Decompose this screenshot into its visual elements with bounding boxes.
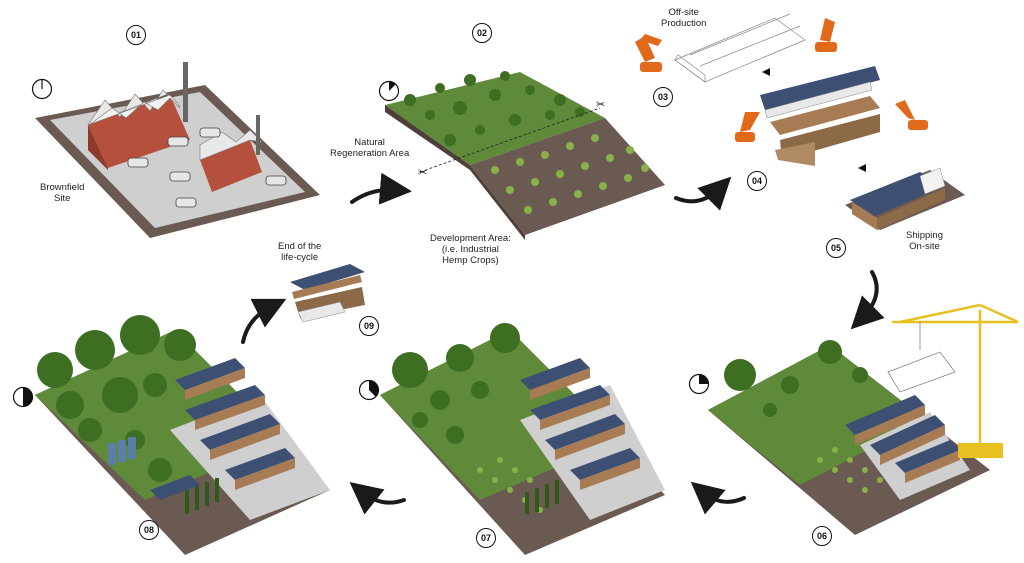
progress-clock-icon xyxy=(31,78,53,100)
step-badge-05: 05 xyxy=(826,238,846,258)
pointer-icon xyxy=(858,164,866,172)
end-of-life-module-illustration xyxy=(290,264,365,323)
label-development-area: Development Area: (i.e. Industrial Hemp … xyxy=(430,233,511,266)
regeneration-area-illustration xyxy=(385,71,665,240)
arrow-02-to-04 xyxy=(674,176,732,211)
scissors-icon: ✂ xyxy=(418,167,427,179)
step-badge-01: 01 xyxy=(126,25,146,45)
arrow-01-to-02 xyxy=(350,172,412,205)
step-badge-07: 07 xyxy=(476,528,496,548)
arrow-06-to-07 xyxy=(690,481,746,515)
label-offsite-production: Off-site Production xyxy=(661,7,707,29)
step-badge-09: 09 xyxy=(359,316,379,336)
step-badge-08: 08 xyxy=(139,520,159,540)
scissors-icon: ✂ xyxy=(596,99,605,111)
arrow-05-to-06 xyxy=(850,270,885,330)
progress-clock-icon xyxy=(12,386,34,408)
stage-08-illustration xyxy=(35,315,330,555)
label-shipping-onsite: Shipping On-site xyxy=(906,230,943,252)
step-badge-04: 04 xyxy=(747,171,767,191)
step-badge-06: 06 xyxy=(812,526,832,546)
step-badge-02: 02 xyxy=(472,23,492,43)
offsite-production-illustration xyxy=(635,13,928,166)
cycle-arrows xyxy=(241,172,885,515)
progress-clock-icon xyxy=(688,373,710,395)
brownfield-site-illustration xyxy=(35,62,320,238)
progress-clock-icon xyxy=(378,80,400,102)
shipping-onsite-illustration xyxy=(845,167,965,230)
arrow-07-to-08 xyxy=(349,482,406,515)
arrow-08-to-09 xyxy=(241,298,287,344)
label-natural-regeneration: Natural Regeneration Area xyxy=(330,137,410,159)
stage-06-illustration xyxy=(708,303,1019,535)
label-end-of-life-cycle: End of the life-cycle xyxy=(278,241,322,263)
stage-07-illustration xyxy=(380,323,665,555)
pointer-icon xyxy=(762,68,770,76)
step-badge-03: 03 xyxy=(653,87,673,107)
label-brownfield-site: Brownfield Site xyxy=(40,182,85,204)
progress-clock-icon xyxy=(358,379,380,401)
